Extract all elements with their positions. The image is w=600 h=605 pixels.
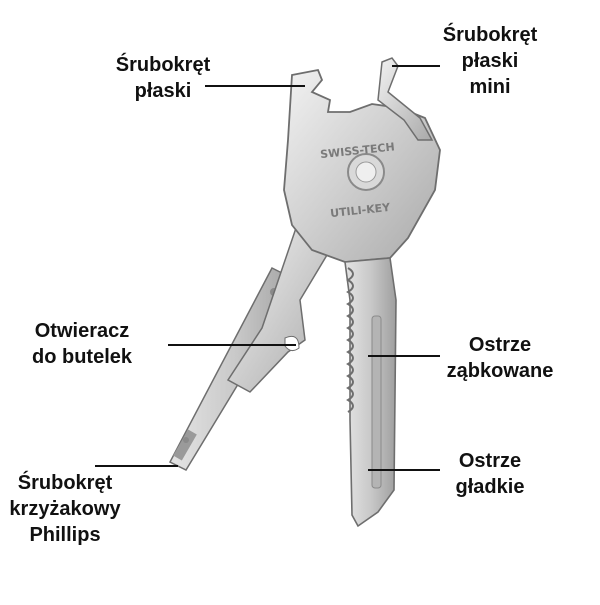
label-mini-screwdriver: Śrubokręt płaski mini xyxy=(420,22,560,100)
label-serrated-blade-line2: ząbkowane xyxy=(446,360,554,382)
label-phillips-screwdriver: Śrubokręt krzyżakowy Phillips xyxy=(0,470,130,548)
label-smooth-blade: Ostrze gładkie xyxy=(430,448,550,500)
label-flat-screwdriver: Śrubokręt płaski xyxy=(98,52,228,104)
label-bottle-opener-line2: do butelek xyxy=(31,346,132,368)
mini-flat-screwdriver xyxy=(377,57,434,141)
label-mini-screwdriver-line1: Śrubokręt xyxy=(442,24,538,46)
label-smooth-blade-line1: Ostrze xyxy=(458,450,522,472)
bottle-opener-arm xyxy=(226,226,332,393)
key-head: SWISS-TECH UTILI-KEY xyxy=(283,68,441,263)
engraving-bottom: UTILI-KEY xyxy=(330,201,392,220)
label-mini-screwdriver-line2: płaski xyxy=(461,50,519,72)
blade xyxy=(344,257,397,528)
label-smooth-blade-line2: gładkie xyxy=(455,476,525,498)
label-phillips-line2: krzyżakowy xyxy=(9,498,121,520)
leader-lines xyxy=(95,65,440,471)
label-bottle-opener-line1: Otwieracz xyxy=(34,320,130,342)
label-bottle-opener: Otwieracz do butelek xyxy=(2,318,162,370)
label-mini-screwdriver-line3: mini xyxy=(469,76,511,98)
label-serrated-blade-line1: Ostrze xyxy=(468,334,532,356)
label-flat-screwdriver-line2: płaski xyxy=(134,80,192,102)
label-phillips-line3: Phillips xyxy=(29,524,101,546)
label-phillips-line1: Śrubokręt xyxy=(17,472,113,494)
label-flat-screwdriver-line1: Śrubokręt xyxy=(115,54,211,76)
label-serrated-blade: Ostrze ząbkowane xyxy=(430,332,570,384)
